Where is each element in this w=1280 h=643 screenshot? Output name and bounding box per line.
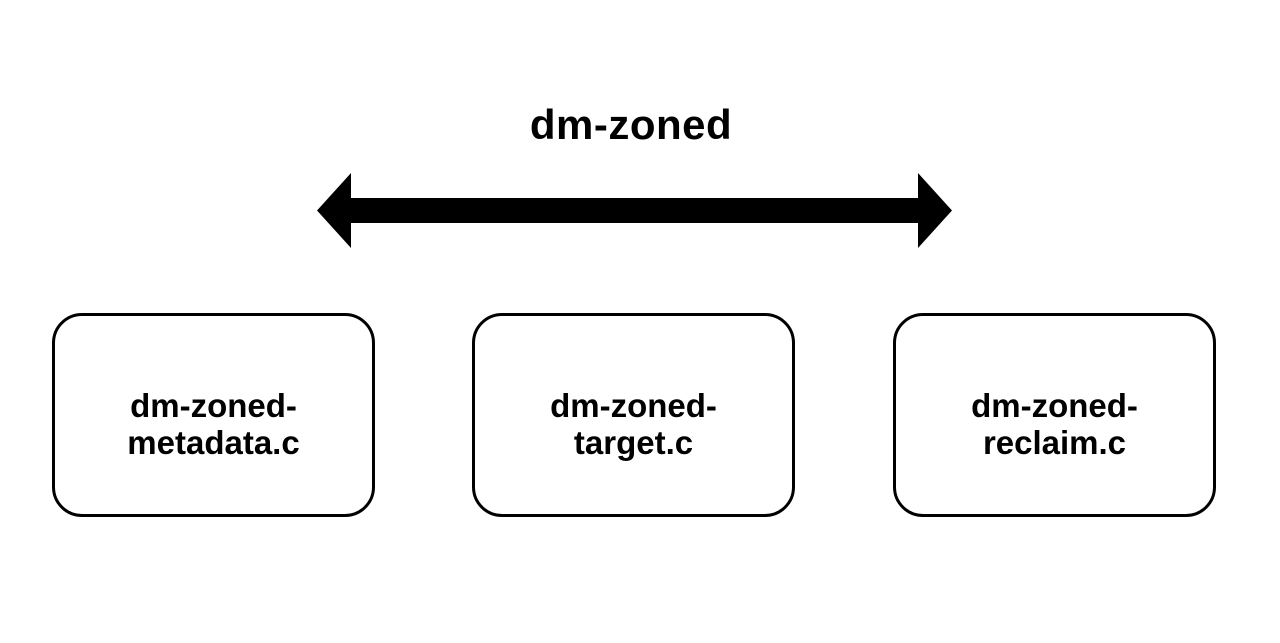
node-dm-zoned-target: dm-zoned- target.c [472, 313, 795, 517]
node-label-line-1: dm-zoned- [130, 387, 297, 424]
node-label-line-2: metadata.c [127, 424, 300, 461]
node-dm-zoned-metadata: dm-zoned- metadata.c [52, 313, 375, 517]
diagram-title: dm-zoned [529, 101, 733, 148]
node-dm-zoned-reclaim: dm-zoned- reclaim.c [893, 313, 1216, 517]
node-label-line-1: dm-zoned- [971, 387, 1138, 424]
node-label: dm-zoned- metadata.c [127, 387, 299, 461]
node-label-line-2: target.c [573, 424, 694, 461]
double-arrow-icon [317, 173, 952, 248]
node-label: dm-zoned- target.c [550, 387, 717, 461]
node-label-line-2: reclaim.c [982, 424, 1127, 461]
node-label-line-1: dm-zoned- [550, 387, 717, 424]
node-label: dm-zoned- reclaim.c [971, 387, 1138, 461]
